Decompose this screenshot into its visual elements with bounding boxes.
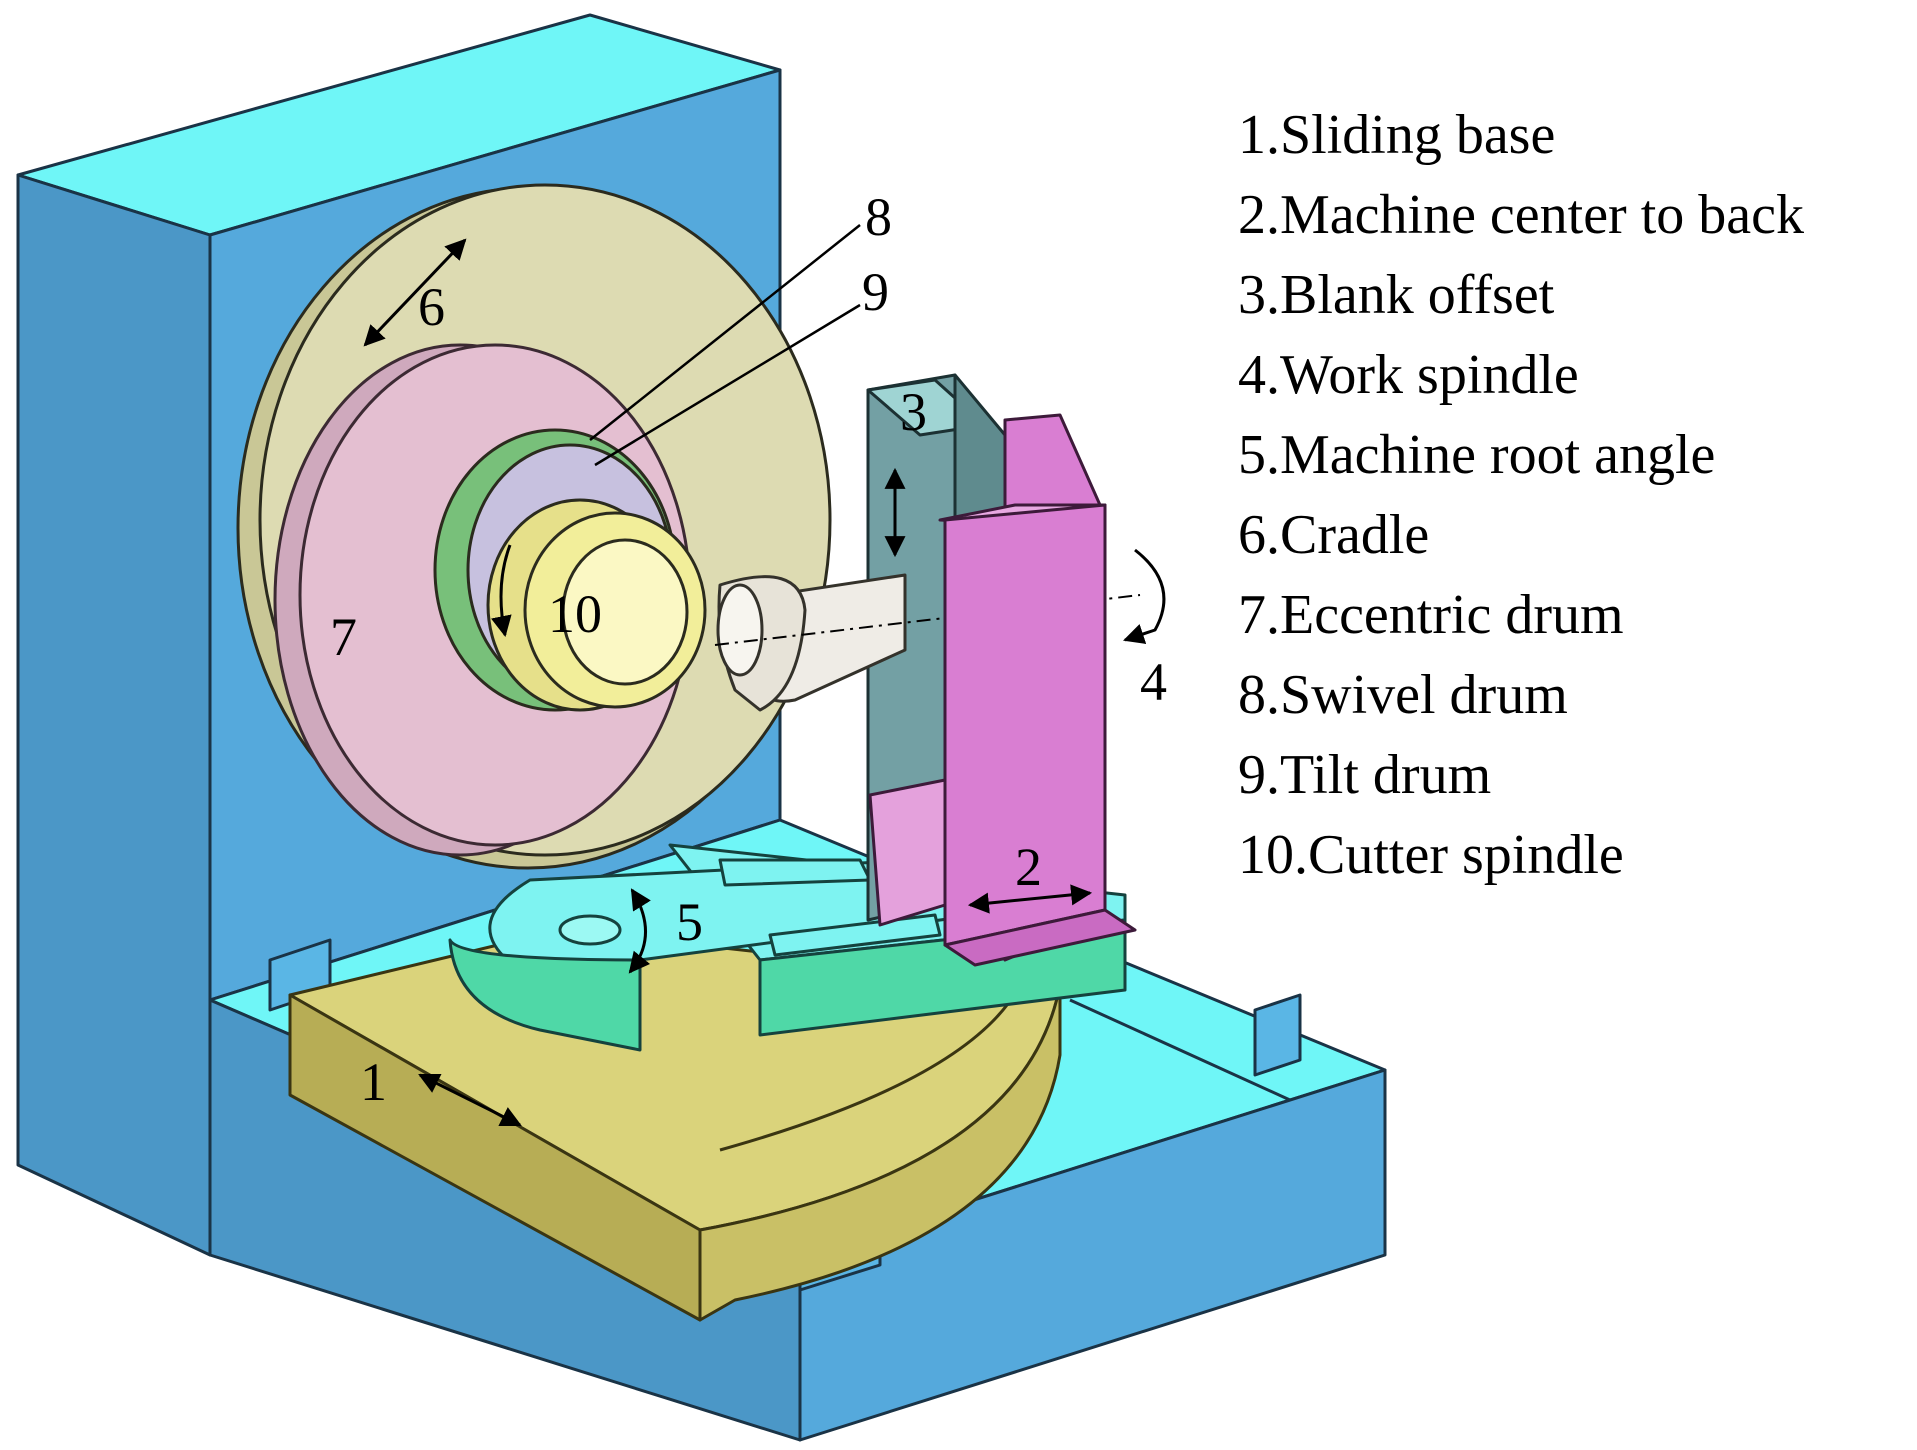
root-plate-rail-a: [718, 858, 872, 887]
callout-1: 1: [360, 1052, 387, 1112]
callout-6: 6: [418, 277, 445, 337]
legend-item: 6.Cradle: [1238, 504, 1430, 566]
legend-item: 3.Blank offset: [1238, 264, 1555, 326]
root-plate-hole: [558, 914, 622, 946]
leader-line-8: [589, 224, 861, 441]
work-spindle-nose: [716, 583, 764, 677]
frame-upright-side: [16, 173, 212, 1257]
work-column-base: [943, 908, 1137, 967]
leader-line-9: [594, 303, 861, 467]
legend-item: 8.Swivel drum: [1238, 664, 1568, 726]
callout-9: 9: [862, 262, 889, 322]
legend-item: 2.Machine center to back: [1238, 184, 1804, 246]
bed-slot-right: [1253, 993, 1302, 1077]
frame-bed-front-right: [798, 1068, 1387, 1442]
callout-10: 10: [548, 584, 602, 644]
sliding-base-front-right: [698, 983, 1062, 1322]
legend-item: 10.Cutter spindle: [1238, 824, 1624, 886]
callout-8: 8: [865, 187, 892, 247]
legend-item: 5.Machine root angle: [1238, 424, 1716, 486]
callout-4: 4: [1140, 652, 1167, 712]
legend-item: 9.Tilt drum: [1238, 744, 1492, 806]
callout-3: 3: [900, 382, 927, 442]
cutter-head: [433, 428, 707, 712]
legend-item: 4.Work spindle: [1238, 344, 1579, 406]
work-spindle: [714, 548, 1166, 712]
component-legend: 1.Sliding base 2.Machine center to back …: [1238, 95, 1804, 895]
leader-lines: [589, 224, 861, 467]
cutter-spindle-bore: [561, 538, 689, 686]
callout-2: 2: [1015, 837, 1042, 897]
callout-5: 5: [676, 892, 703, 952]
legend-item: 1.Sliding base: [1238, 104, 1556, 166]
callout-labels: 1 2 3 4 5 6 7 8 9 10: [330, 187, 1167, 1112]
work-column: [868, 413, 1137, 967]
callout-7: 7: [330, 607, 357, 667]
legend-item: 7.Eccentric drum: [1238, 584, 1624, 646]
work-column-window: [868, 778, 947, 927]
